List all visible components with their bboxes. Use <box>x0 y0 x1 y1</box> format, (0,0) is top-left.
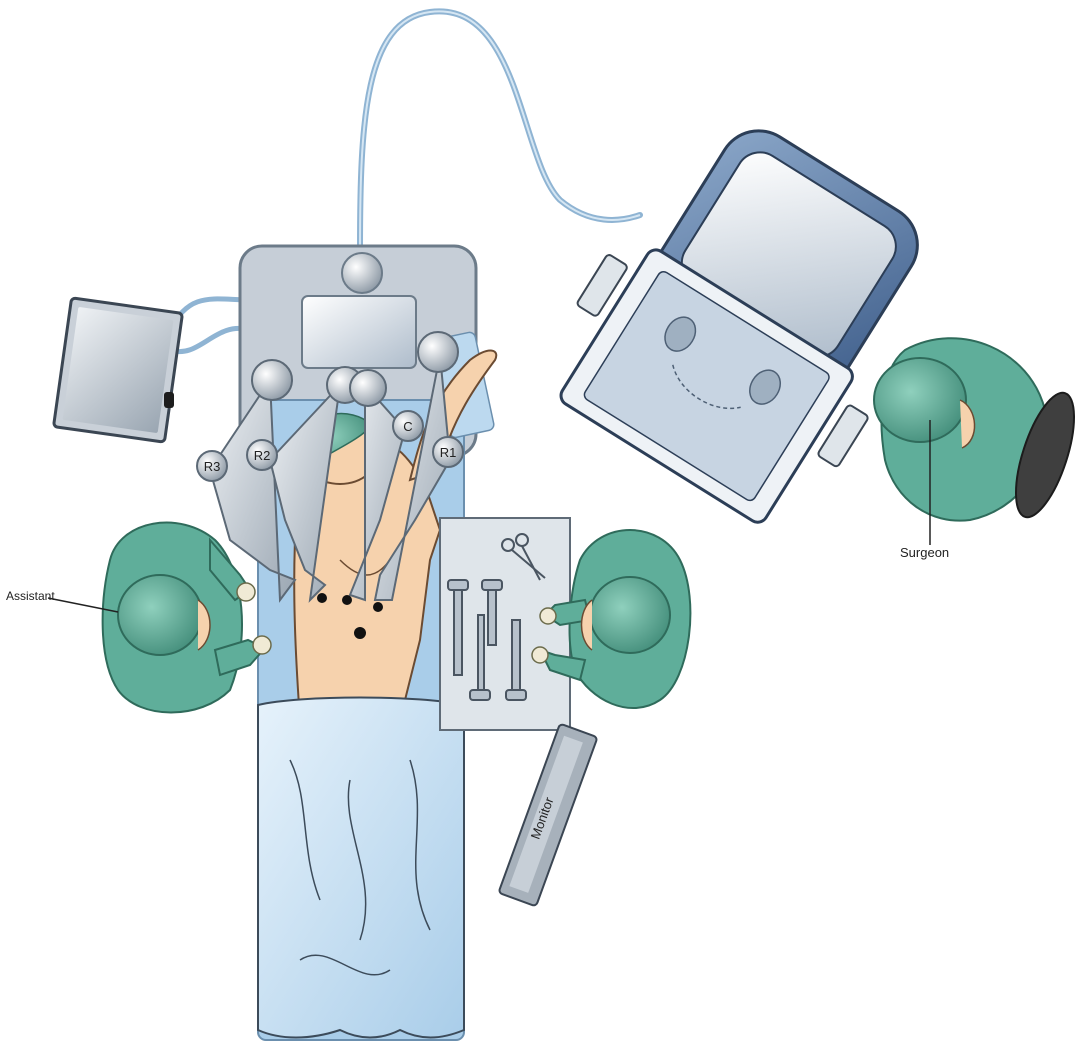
surgeon-label: Surgeon <box>900 545 949 560</box>
console-cable <box>360 11 640 250</box>
svg-text:R2: R2 <box>254 448 271 463</box>
svg-text:R1: R1 <box>440 445 457 460</box>
arm-badge-r2: R2 <box>247 440 277 470</box>
surgeon-figure <box>874 338 1078 545</box>
arm-badge-r3: R3 <box>197 451 227 481</box>
arm-badge-camera: C <box>393 411 423 441</box>
arm-badge-r1: R1 <box>433 437 463 467</box>
svg-text:R3: R3 <box>204 459 221 474</box>
svg-text:C: C <box>403 419 412 434</box>
vision-cart <box>53 298 250 442</box>
assistant-figure <box>48 523 271 713</box>
assistant-label: Assistant <box>6 589 55 603</box>
sterile-drape <box>258 698 464 1038</box>
monitor: Monitor <box>498 724 597 907</box>
